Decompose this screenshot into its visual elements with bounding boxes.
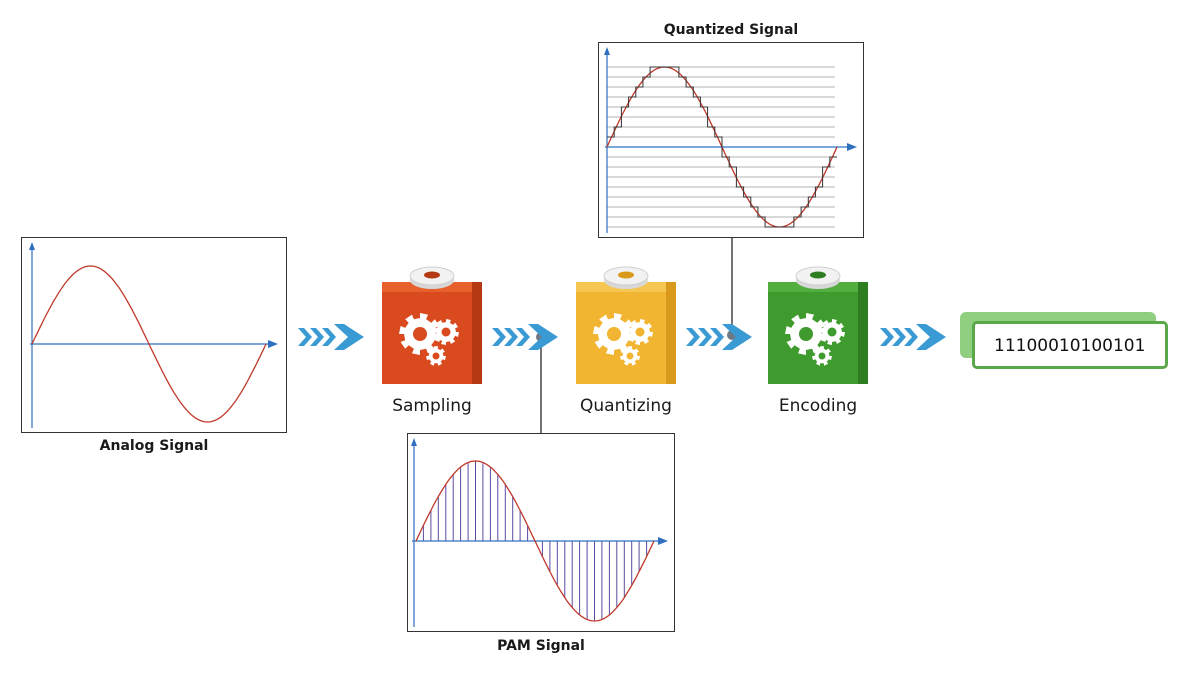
quantized-signal-plot [598,42,864,238]
knob-center [618,271,634,279]
x-axis-arrowhead [658,537,668,545]
stage-box-side [472,282,482,384]
output-card [972,321,1168,369]
gears-icon [785,313,845,366]
quantizing-label: Quantizing [580,396,672,416]
analog-signal-caption: Analog Signal [99,438,209,454]
analog-sine-wave [31,265,267,423]
encoding-stage [762,262,874,388]
chevron-arrow-icon [880,324,946,350]
sampling-stage [376,262,488,388]
analog-signal-plot [21,237,287,433]
stage-box-side [666,282,676,384]
y-axis-arrowhead [604,47,610,55]
chevron-arrow-icon [686,324,752,350]
analog-signal-graph [29,242,278,428]
quantizing-stage [570,262,682,388]
chevron-arrow-icon [492,324,558,350]
quantized-signal-caption: Quantized Signal [663,22,799,38]
stage-box-side [858,282,868,384]
quantizing-block [576,266,676,384]
encoding-label: Encoding [778,396,858,416]
quantized-signal-graph [604,47,857,233]
knob-center [424,271,440,279]
gears-icon [399,313,459,366]
pam-sine-envelope [415,460,655,622]
pam-signal-graph [411,438,668,627]
quantized-staircase [607,66,837,228]
sampling-label: Sampling [392,396,472,416]
y-axis-arrowhead [411,438,417,446]
encoding-block [768,266,868,384]
gears-icon [593,313,653,366]
x-axis-arrowhead [847,143,857,151]
y-axis-arrowhead [29,242,35,250]
sampling-block [382,266,482,384]
pam-sample-pulses [422,461,648,621]
chevron-arrow-icon [298,324,364,350]
knob-center [810,271,826,279]
pam-signal-caption: PAM Signal [497,638,585,654]
pam-signal-plot [407,433,675,632]
x-axis-arrowhead [268,340,278,348]
output-bits: 11100010100101 [994,336,1146,356]
